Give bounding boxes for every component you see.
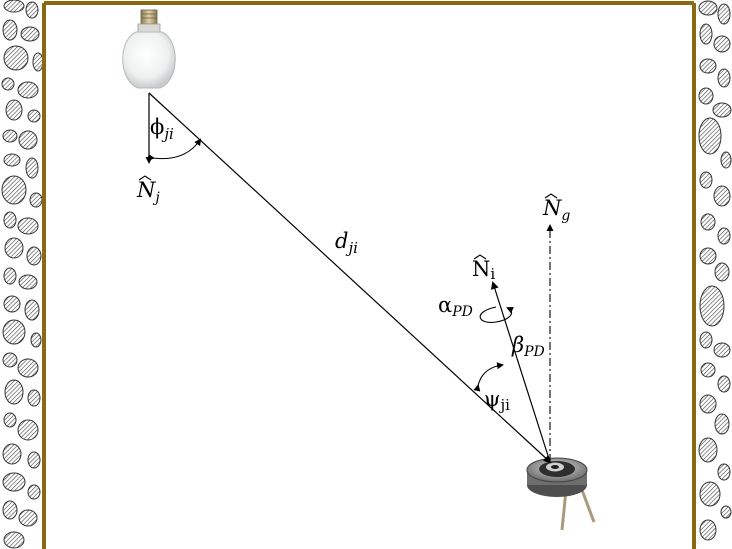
labels: ϕji Nj dji Ng Ni αPD βPD ψji [136,115,570,414]
label-alpha-pd: αPD [438,293,473,320]
led-bulb [122,9,176,89]
label-psi-ji: ψji [484,387,510,414]
label-n-j: Nj [136,175,160,206]
label-d-ji: dji [335,229,358,257]
label-beta-pd: βPD [511,333,545,360]
phi-angle-arc [147,138,202,161]
label-n-g: Ng [542,193,570,224]
pd-normal-arrow [491,281,551,463]
svg-text:Ng: Ng [542,196,570,224]
geometry [145,92,554,464]
photodetector [526,457,596,531]
svg-text:Nj: Nj [136,178,160,206]
los-line [148,92,552,464]
label-phi-ji: ϕji [150,115,174,143]
alpha-rotation-arc [479,306,515,323]
room-frame [42,1,696,549]
label-n-i: Ni [472,254,495,283]
right-wall [698,0,732,541]
psi-angle-arc [473,362,504,392]
svg-text:Ni: Ni [472,257,495,283]
left-wall [1,0,44,549]
